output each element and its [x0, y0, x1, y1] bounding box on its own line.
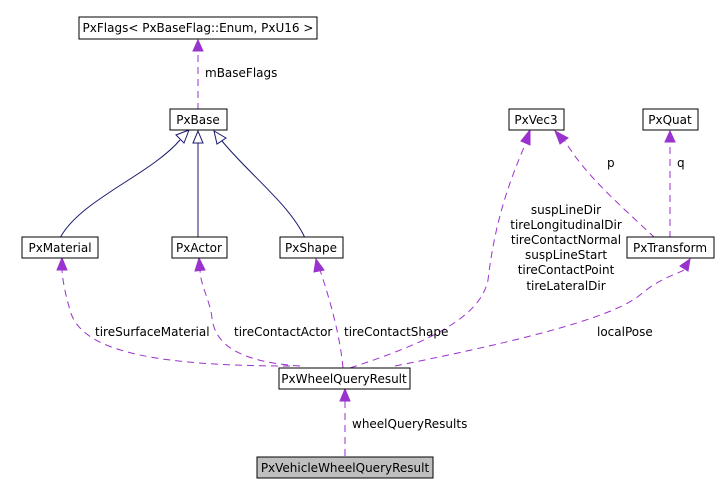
label-susplinestart: suspLineStart — [525, 248, 607, 262]
label-tirelateraldir: tireLateralDir — [526, 279, 605, 293]
arrowhead-tiresurfacematerial — [56, 256, 68, 271]
node-pxquat-label: PxQuat — [648, 113, 692, 127]
label-wheelqueryresults: wheelQueryResults — [352, 417, 467, 431]
node-pxvehiclewheelqueryresult[interactable]: PxVehicleWheelQueryResult — [256, 456, 434, 479]
node-pxwheelqueryresult[interactable]: PxWheelQueryResult — [278, 367, 411, 390]
arrowhead-vec3 — [520, 128, 531, 146]
edge-tiresurfacematerial — [61, 267, 291, 367]
node-pxshape-label: PxShape — [285, 241, 337, 255]
node-pxflags-label: PxFlags< PxBaseFlag::Enum, PxU16 > — [83, 21, 314, 35]
node-pxtransform-label: PxTransform — [633, 241, 707, 255]
node-pxactor[interactable]: PxActor — [171, 236, 228, 259]
label-tirecontactnormal: tireContactNormal — [511, 233, 621, 247]
node-pxquat[interactable]: PxQuat — [642, 108, 699, 131]
edge-tirecontactactor — [199, 268, 301, 367]
edge-localpose — [394, 269, 685, 367]
label-susplinedir: suspLineDir — [531, 203, 601, 217]
node-pxvehiclewheelqueryresult-label: PxVehicleWheelQueryResult — [261, 461, 430, 475]
node-pxvec3[interactable]: PxVec3 — [508, 108, 565, 131]
edge-shape-to-base — [221, 140, 306, 239]
label-tirelongitudinaldir: tireLongitudinalDir — [510, 218, 622, 232]
arrowhead-q — [664, 129, 676, 143]
node-pxshape[interactable]: PxShape — [279, 236, 344, 259]
label-tirecontactpoint: tireContactPoint — [518, 263, 615, 277]
label-q: q — [677, 156, 685, 170]
label-p: p — [607, 156, 615, 170]
arrowhead-tirecontactactor — [194, 256, 206, 272]
edge-tirecontactshape — [319, 269, 344, 369]
arrowhead-mbaseflags — [192, 38, 204, 52]
edge-vec3-members — [349, 144, 526, 369]
node-pxbase-label: PxBase — [176, 113, 220, 127]
label-tirecontactactor: tireContactActor — [234, 325, 332, 339]
edge-p — [564, 140, 656, 239]
node-pxwheelqueryresult-label: PxWheelQueryResult — [281, 372, 407, 386]
arrowhead-shape-to-base — [213, 129, 227, 145]
arrowhead-wheelqueryresults — [339, 387, 351, 402]
label-localpose: localPose — [597, 325, 653, 339]
node-pxmaterial[interactable]: PxMaterial — [21, 236, 99, 259]
node-pxmaterial-label: PxMaterial — [28, 241, 91, 255]
label-tirecontactshape: tireContactShape — [344, 325, 448, 339]
arrowhead-tirecontactshape — [313, 257, 325, 273]
arrowhead-p — [554, 129, 569, 145]
arrowhead-actor-to-base — [192, 129, 204, 144]
node-pxactor-label: PxActor — [176, 241, 222, 255]
node-pxbase[interactable]: PxBase — [169, 108, 228, 131]
arrowhead-localpose — [679, 257, 691, 272]
arrowhead-material-to-base — [175, 129, 190, 144]
node-pxvec3-label: PxVec3 — [514, 113, 557, 127]
edge-material-to-base — [59, 139, 181, 239]
node-pxflags[interactable]: PxFlags< PxBaseFlag::Enum, PxU16 > — [78, 16, 318, 40]
node-pxtransform[interactable]: PxTransform — [626, 236, 715, 259]
label-tiresurfacematerial: tireSurfaceMaterial — [95, 325, 210, 339]
label-mbaseflags: mBaseFlags — [205, 66, 277, 80]
